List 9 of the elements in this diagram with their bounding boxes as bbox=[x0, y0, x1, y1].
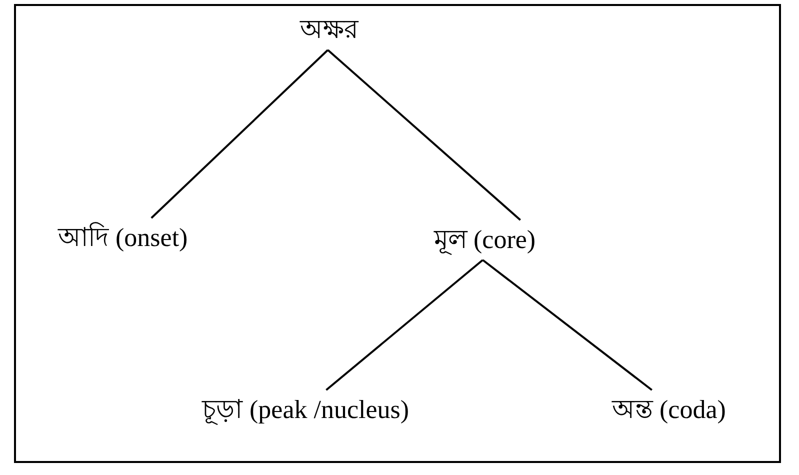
tree-branch-line bbox=[326, 259, 484, 391]
tree-branch-line bbox=[327, 49, 521, 221]
tree-node-label: অক্ষর bbox=[300, 14, 358, 46]
tree-node-label: মূল (core) bbox=[434, 224, 536, 256]
tree-node-label: চূড়া (peak /nucleus) bbox=[202, 394, 410, 426]
tree-node-label: অন্ত (coda) bbox=[612, 394, 726, 426]
tree-branch-line bbox=[150, 49, 329, 219]
tree-node-label: আদি (onset) bbox=[58, 222, 188, 254]
tree-branch-line bbox=[482, 259, 652, 391]
